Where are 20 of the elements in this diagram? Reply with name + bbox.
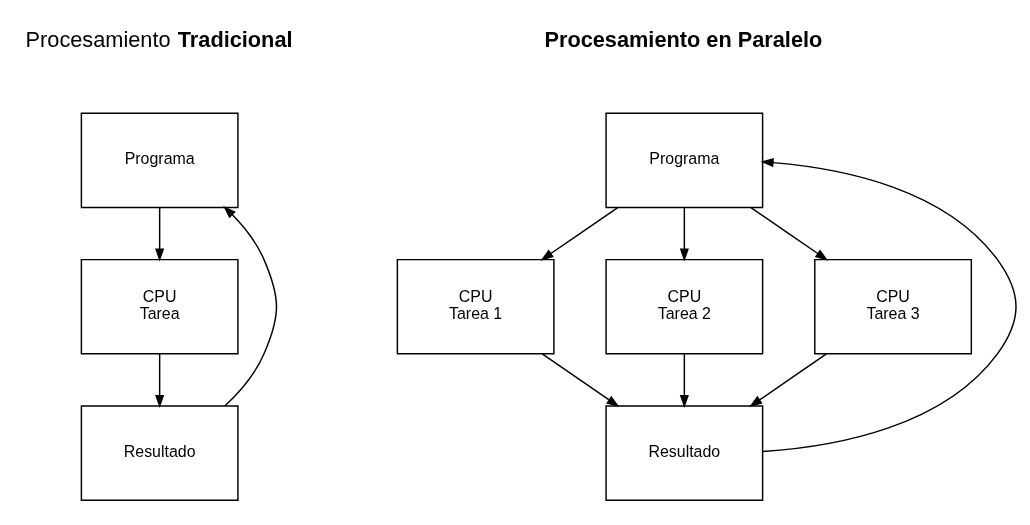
- label: Procesamiento en Paralelo: [544, 26, 823, 52]
- arrow: [541, 353, 620, 408]
- node-box: CPU Tarea: [80, 258, 239, 355]
- arrow: [679, 206, 689, 262]
- node-box: CPU Tarea 3: [814, 258, 973, 355]
- node-box: Resultado: [80, 405, 239, 501]
- arrow: [540, 206, 619, 261]
- arrow: [750, 206, 829, 261]
- arrow: [760, 158, 1017, 453]
- node-box: CPU Tarea 2: [605, 258, 764, 355]
- arrow: [749, 353, 828, 408]
- arrow: [679, 353, 689, 408]
- node-box: Programa: [605, 112, 764, 209]
- label: Procesamiento Tradicional: [25, 26, 293, 52]
- arrow: [223, 205, 278, 407]
- arrow: [155, 353, 165, 408]
- node-box: Resultado: [605, 405, 764, 501]
- arrow: [155, 206, 165, 262]
- node-box: CPU Tarea 1: [396, 258, 555, 355]
- node-box: Programa: [80, 112, 239, 209]
